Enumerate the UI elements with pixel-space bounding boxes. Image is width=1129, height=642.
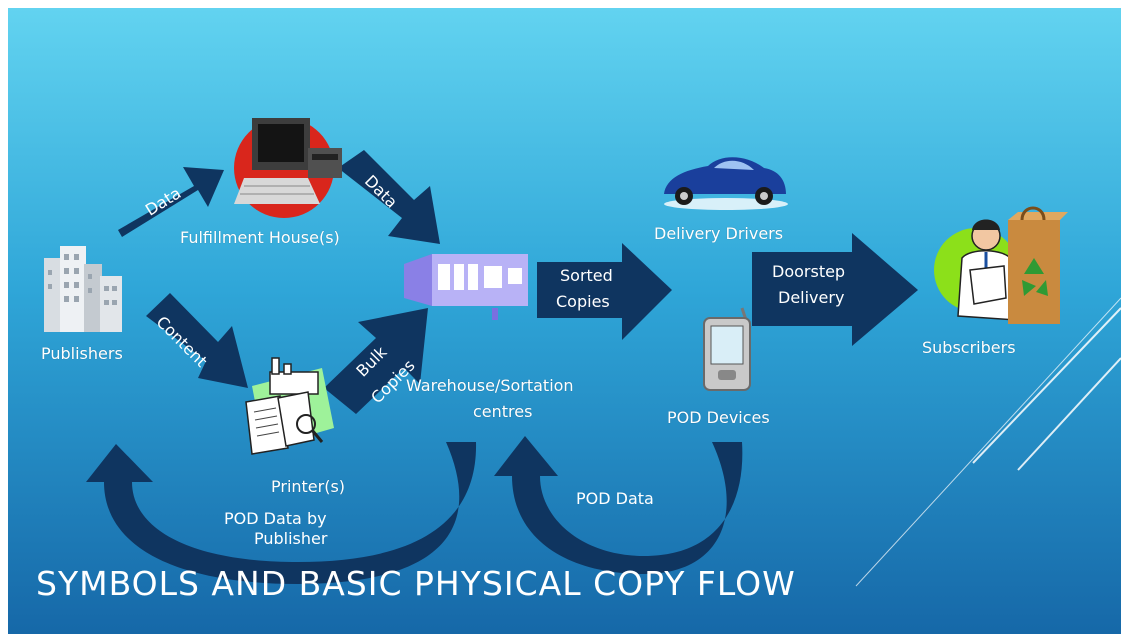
- pda-icon: [703, 307, 751, 391]
- warehouse-label-line2: centres: [473, 402, 533, 421]
- arrow-label-delivery: Delivery: [778, 288, 845, 307]
- slide: Publishers Fulfillment House(s) Printer(…: [8, 8, 1121, 634]
- warehouse-icon: [404, 254, 528, 320]
- subscribers-label: Subscribers: [922, 338, 1016, 357]
- computer-icon: [234, 118, 342, 218]
- arrow-label-sorted-copies: Copies: [556, 292, 610, 311]
- buildings-icon: [44, 246, 122, 332]
- reader-icon: [934, 219, 1018, 321]
- decorative-lines: [855, 297, 1121, 587]
- arrow-label-publisher: Publisher: [254, 529, 328, 548]
- car-icon: [664, 157, 788, 210]
- arrow-sorted-copies: [537, 243, 672, 340]
- factory-icon: [245, 357, 334, 455]
- arrow-label-doorstep: Doorstep: [772, 262, 846, 281]
- recycle-bag-icon: [1008, 206, 1068, 324]
- warehouse-label-line1: Warehouse/Sortation: [406, 376, 574, 395]
- slide-title: SYMBOLS AND BASIC PHYSICAL COPY FLOW: [36, 564, 796, 603]
- drivers-label: Delivery Drivers: [654, 224, 784, 243]
- arrow-label-sorted: Sorted: [560, 266, 613, 285]
- pod-devices-label: POD Devices: [667, 408, 770, 427]
- arrow-label-pod-by-publisher: POD Data by: [224, 509, 327, 528]
- publishers-label: Publishers: [41, 344, 123, 363]
- arrow-bulk-copies: [324, 308, 428, 414]
- arrow-data-to-warehouse: [338, 150, 440, 244]
- fulfillment-label: Fulfillment House(s): [180, 228, 340, 247]
- arrow-pod-data-by-publisher: [86, 442, 477, 584]
- arrow-pod-data: [494, 436, 743, 574]
- printers-label: Printer(s): [271, 477, 346, 496]
- diagram-canvas: [8, 8, 1121, 634]
- arrow-data-to-fulfillment: [118, 167, 224, 237]
- arrow-label-pod-data: POD Data: [576, 489, 654, 508]
- arrow-content-to-printer: [146, 293, 248, 388]
- arrow-doorstep-delivery: [752, 233, 918, 346]
